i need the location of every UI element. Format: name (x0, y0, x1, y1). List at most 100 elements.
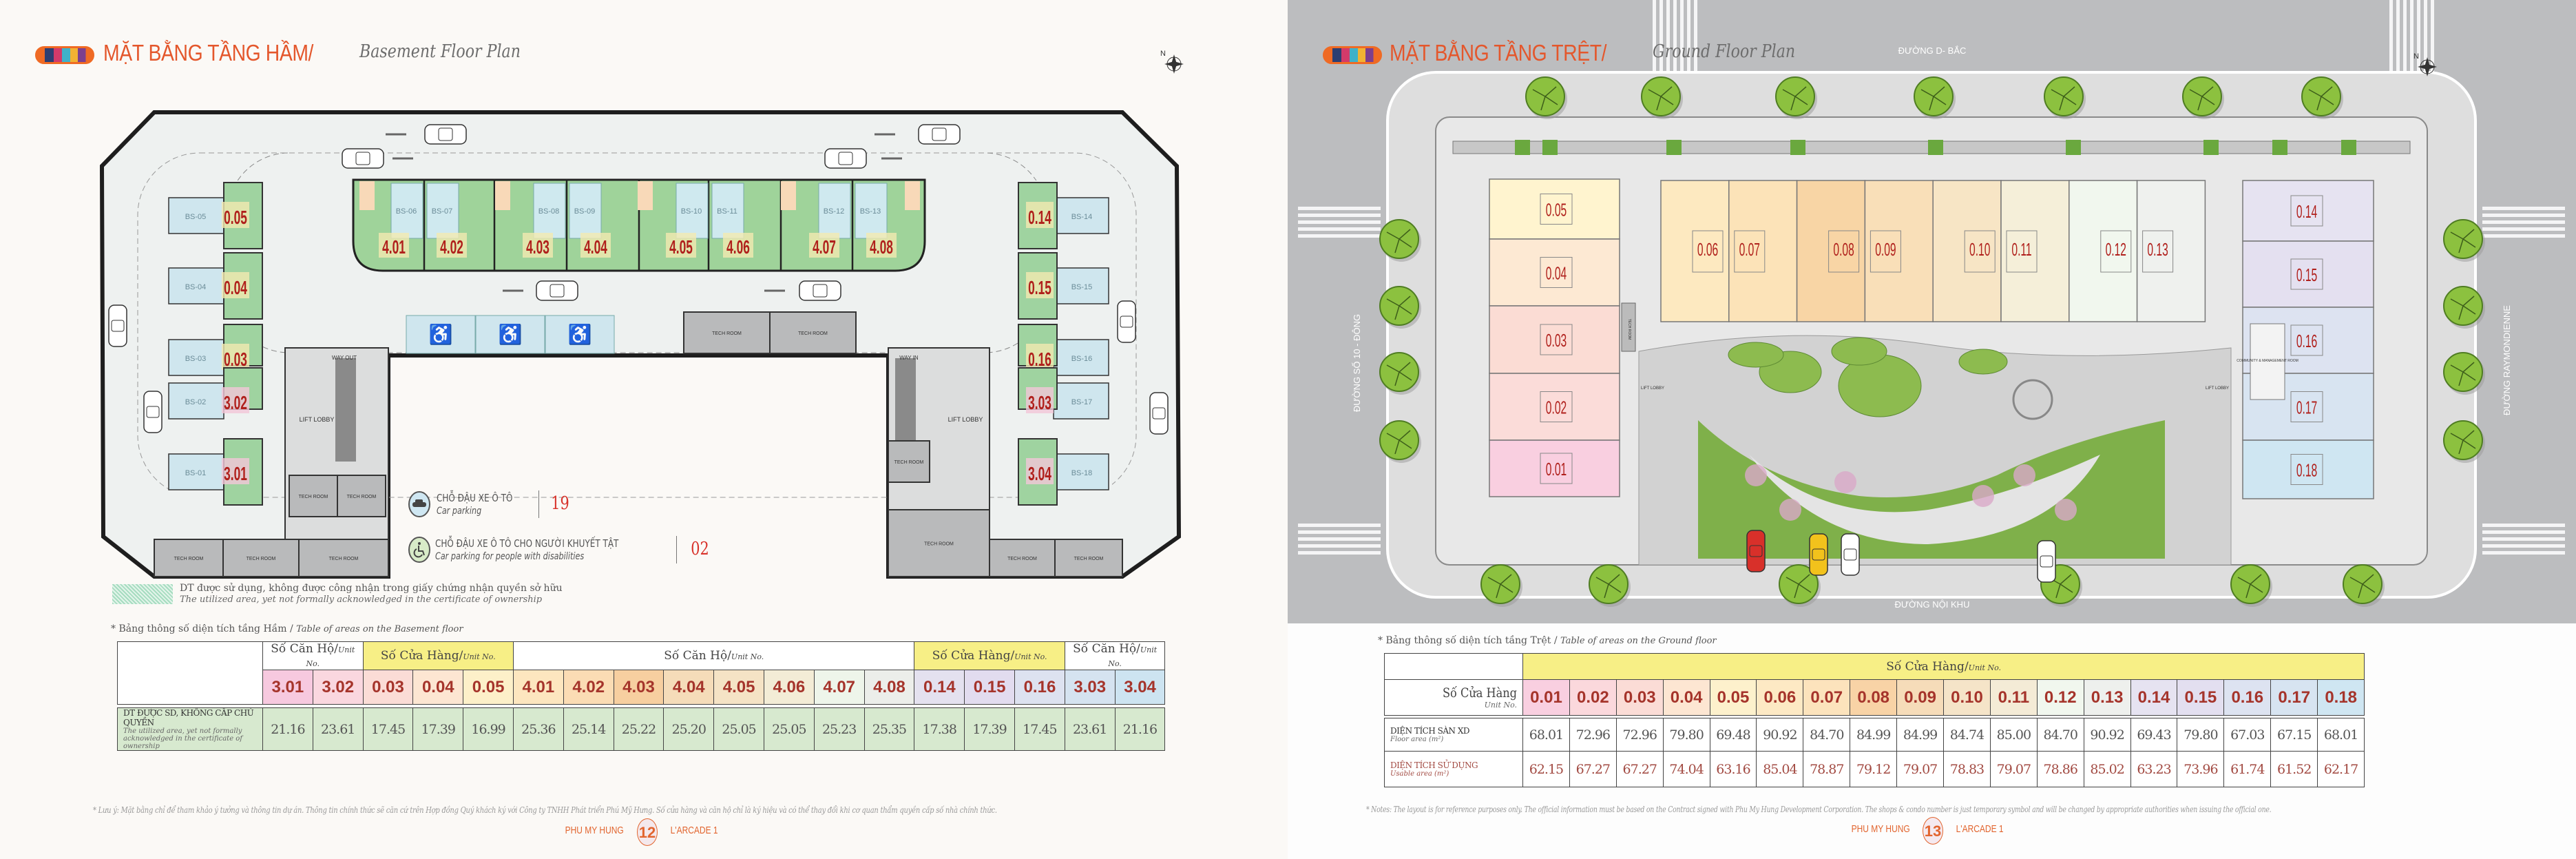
floor-area-value: 69.48 (1716, 727, 1750, 743)
parking-slot (1053, 197, 1109, 234)
crosswalk (1694, 0, 1697, 72)
lift-lobby-label: LIFT LOBBY (1641, 386, 1664, 391)
unit-label: 3.03 (1028, 392, 1051, 413)
tree-icon (2044, 76, 2086, 119)
flowering-tree (1779, 499, 1801, 521)
unit-header-cell: 0.03 (1615, 679, 1664, 716)
shop-unit (1796, 180, 1866, 322)
unit-header-cell: 3.04 (1114, 670, 1166, 705)
tree-icon (1480, 564, 1522, 607)
usable-area-value: 67.27 (1622, 761, 1657, 777)
table-corner-cell (117, 641, 263, 705)
car-icon (1841, 533, 1860, 576)
floor-area-cell: 68.01 (1522, 718, 1570, 752)
unit-tile (222, 344, 249, 370)
community-room (2250, 323, 2285, 400)
planter (2341, 140, 2356, 155)
group-label-vi: Số Cửa Hàng/ (1886, 659, 1969, 674)
group-label: Số Cửa Hàng/Unit No. (932, 649, 1047, 663)
crosswalk (2482, 537, 2565, 541)
legend-car-en: Car parking (437, 506, 482, 517)
tech-room-label: TECH ROOM (1074, 557, 1104, 561)
shop-unit (2000, 180, 2070, 322)
divider (676, 536, 677, 563)
unit-header-cell: 0.05 (1709, 679, 1757, 716)
stair-icon (1692, 230, 1724, 273)
area-value-cell: 21.16 (262, 707, 313, 751)
disabled-parking-count: 02 (691, 539, 709, 559)
floor-area-cell: 79.80 (2177, 718, 2225, 752)
shop-unit (1489, 238, 1620, 307)
unit-tile (866, 233, 897, 258)
legend-disabled-vi: CHỖ ĐẬU XE Ô TÔ CHO NGƯỜI KHUYẾT TẬT (435, 537, 619, 550)
unit-tile (222, 202, 249, 228)
tech-room (337, 475, 386, 517)
shop-unit (2242, 439, 2374, 499)
unit-header-cell: 0.04 (1662, 679, 1710, 716)
tech-room (222, 539, 300, 577)
area-value: 17.38 (922, 721, 957, 737)
parking-slot (1053, 382, 1109, 420)
shop-unit (1728, 180, 1798, 322)
usable-area-value: 79.12 (1856, 761, 1891, 777)
car-icon (824, 148, 867, 169)
tech-room (989, 539, 1056, 577)
shop-label: 0.11 (2011, 240, 2031, 260)
unit-tile (379, 233, 409, 258)
parking-slot-label: BS-09 (574, 207, 596, 216)
parking-slot-label: BS-10 (681, 207, 702, 216)
stair-icon (2100, 230, 2132, 273)
tree-icon (2443, 286, 2485, 329)
planter (1666, 140, 1682, 155)
parking-slot-label: BS-12 (824, 207, 845, 216)
usable-area-value: 85.04 (1763, 761, 1797, 777)
unit-label: 3.02 (224, 392, 247, 413)
floor-area-value: 84.70 (2043, 727, 2078, 743)
unit-number: 0.13 (2091, 687, 2124, 707)
usable-area-value: 79.07 (1996, 761, 2031, 777)
unit-tile (1026, 387, 1054, 413)
unit-number: 0.06 (1763, 687, 1797, 707)
floor-area-value: 68.01 (1529, 727, 1564, 743)
floor-area-cell: 84.70 (1803, 718, 1851, 752)
crosswalk (2482, 544, 2565, 548)
unit-header-cell: 0.11 (1989, 679, 2038, 716)
unit-header-cell: 4.05 (713, 670, 764, 705)
area-value: 17.45 (1023, 721, 1057, 737)
row-label-en: Floor area (m²) (1390, 736, 1444, 743)
crosswalk (2396, 0, 2400, 72)
green-area-en: The utilized area, yet not formally ackn… (180, 594, 543, 605)
footer-brand-right: L'ARCADE 1 (670, 825, 718, 836)
floor-area-cell: 69.48 (1709, 718, 1757, 752)
floor-area-cell: 67.15 (2270, 718, 2318, 752)
unit-number: 0.15 (973, 677, 1006, 696)
area-value-cell: 25.05 (763, 707, 815, 751)
stair-icon (1540, 324, 1573, 355)
group-label: Số Cửa Hàng/Unit No. (381, 649, 496, 663)
usable-area-value: 85.02 (2090, 761, 2124, 777)
unit-number: 0.15 (2184, 687, 2217, 707)
tech-room-label: TECH ROOM (894, 460, 924, 465)
group-label: Số Căn Hộ/Unit No. (271, 643, 355, 670)
parking-slot (818, 183, 851, 239)
planter (2272, 140, 2287, 155)
shop-unit (1864, 180, 1934, 322)
area-value: 16.99 (471, 721, 505, 737)
crosswalk (1298, 544, 1381, 548)
floor-area-cell: 67.03 (2223, 718, 2272, 752)
tree-icon (2301, 76, 2343, 119)
crosswalk (1687, 0, 1690, 72)
unit-number: 0.01 (1530, 687, 1562, 707)
parking-slot-label: BS-11 (717, 207, 737, 216)
shop-label: 0.06 (1697, 240, 1718, 260)
garden-path (1749, 455, 2100, 544)
caption-en: Table of areas on the Ground floor (1560, 636, 1717, 646)
tech-room (769, 311, 857, 354)
usable-area-cell: 61.52 (2270, 751, 2318, 787)
green-area-swatch (112, 584, 173, 604)
usable-area-cell: 61.74 (2223, 751, 2272, 787)
crosswalk (2482, 207, 2565, 210)
storage-area (781, 181, 796, 210)
unit-label: 0.03 (224, 349, 247, 370)
